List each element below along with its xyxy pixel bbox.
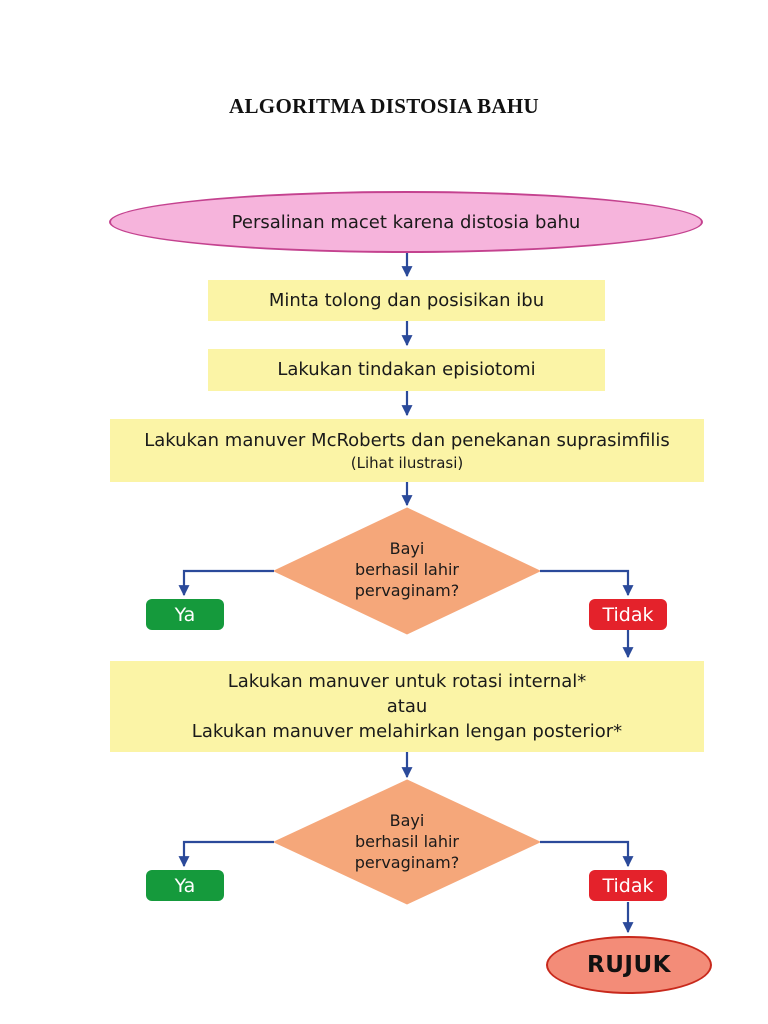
step-2-label: Lakukan tindakan episiotomi	[277, 359, 536, 380]
no-badge-2-label: Tidak	[602, 874, 654, 897]
yes-badge-2: Ya	[146, 870, 224, 901]
decision-2-text: Bayi berhasil lahir pervaginam?	[317, 810, 497, 873]
decision-2-line2: berhasil lahir	[355, 832, 459, 851]
yes-badge-2-label: Ya	[174, 874, 196, 897]
decision-diamond-1	[272, 507, 542, 635]
yes-badge-1-label: Ya	[174, 603, 196, 626]
step-4-line3: Lakukan manuver melahirkan lengan poster…	[191, 721, 623, 742]
step-1-label: Minta tolong dan posisikan ibu	[268, 289, 545, 311]
end-oval: RUJUK	[546, 936, 712, 994]
yes-badge-1: Ya	[146, 599, 224, 630]
end-label: RUJUK	[587, 952, 671, 978]
start-label: Persalinan macet karena distosia bahu	[231, 211, 581, 233]
step-box-1: Minta tolong dan posisikan ibu	[208, 280, 605, 321]
decision-1-line2: berhasil lahir	[355, 560, 459, 579]
no-badge-1-label: Tidak	[602, 603, 654, 626]
decision-1-text: Bayi berhasil lahir pervaginam?	[317, 538, 497, 601]
no-badge-1: Tidak	[589, 599, 667, 630]
no-badge-2: Tidak	[589, 870, 667, 901]
step-3-line2: (Lihat ilustrasi)	[350, 453, 464, 472]
arrow-d2-to-yes	[178, 840, 274, 868]
arrow-d2-to-no	[540, 840, 634, 868]
step-3-line1: Lakukan manuver McRoberts dan penekanan …	[144, 429, 670, 451]
step-box-4: Lakukan manuver untuk rotasi internal* a…	[110, 661, 704, 752]
step-box-2: Lakukan tindakan episiotomi	[208, 349, 605, 391]
decision-2-line3: pervaginam?	[354, 853, 460, 872]
arrow-d1-to-yes	[178, 569, 274, 597]
arrow-d1-to-no	[540, 569, 634, 597]
decision-2-line1: Bayi	[389, 811, 425, 830]
decision-1-line1: Bayi	[389, 539, 425, 558]
step-4-line1: Lakukan manuver untuk rotasi internal*	[227, 671, 587, 692]
decision-1-line3: pervaginam?	[354, 581, 460, 600]
step-box-3: Lakukan manuver McRoberts dan penekanan …	[110, 419, 704, 482]
start-oval: Persalinan macet karena distosia bahu	[109, 191, 703, 253]
step-4-line2: atau	[386, 696, 428, 717]
page-title: ALGORITMA DISTOSIA BAHU	[229, 94, 539, 118]
decision-diamond-2	[272, 779, 542, 905]
